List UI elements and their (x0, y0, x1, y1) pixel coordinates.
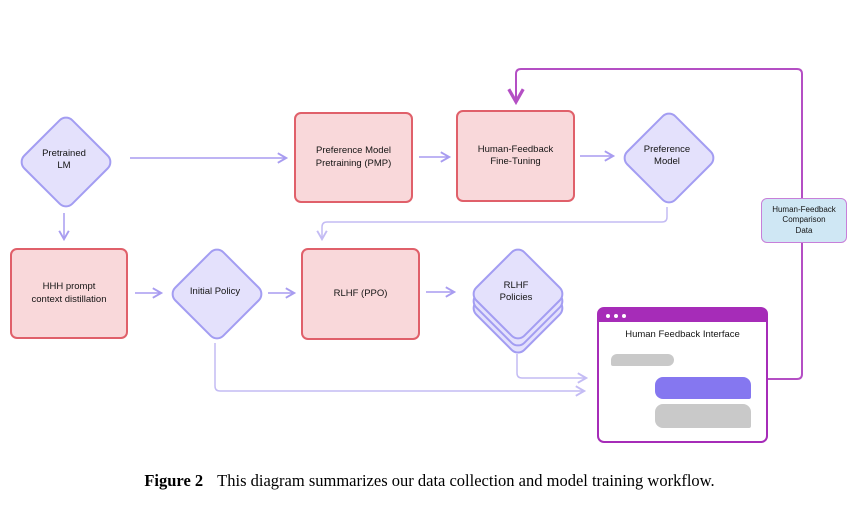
connector-initialpolicy-to-interface (214, 343, 587, 397)
rlhf-policies-label: RLHF Policies (499, 279, 533, 303)
pmp-label: Preference Model Pretraining (PMP) (315, 145, 392, 169)
window-dot-icon (606, 313, 610, 318)
figure-caption-text: This diagram summarizes our data collect… (217, 471, 715, 490)
initial-policy-label: Initial Policy (189, 285, 241, 297)
response-b-bubble-placeholder (655, 404, 751, 428)
node-pmp: Preference Model Pretraining (PMP) (294, 112, 413, 203)
window-title: Human Feedback Interface (625, 329, 740, 340)
comparison-data-label: Human-Feedback Comparison Data (772, 204, 836, 235)
prompt-bubble-placeholder (611, 354, 674, 366)
figure-caption-label: Figure 2 (144, 471, 204, 490)
response-a-bubble-placeholder (655, 377, 751, 399)
preference-model-label: Preference Model (643, 143, 691, 167)
node-comparison-data: Human-Feedback Comparison Data (761, 198, 847, 243)
node-initial-policy: Initial Policy (167, 244, 267, 344)
node-rlhf-ppo: RLHF (PPO) (301, 248, 420, 340)
connector-policies-to-interface (516, 354, 589, 384)
node-preference-model: Preference Model (619, 108, 719, 208)
rlhf-ppo-label: RLHF (PPO) (333, 287, 388, 299)
human-feedback-interface-window: Human Feedback Interface (597, 307, 768, 443)
window-dot-icon (614, 313, 618, 318)
window-titlebar (599, 309, 766, 322)
node-rlhf-policies: RLHF Policies (468, 244, 568, 358)
node-human-feedback-fine-tuning: Human-Feedback Fine-Tuning (456, 110, 575, 202)
window-dot-icon (622, 313, 626, 318)
connector-feedback-loop (507, 68, 803, 380)
node-hhh-distillation: HHH prompt context distillation (10, 248, 128, 339)
figure-caption: Figure 2 This diagram summarizes our data… (0, 471, 859, 491)
fine-tuning-label: Human-Feedback Fine-Tuning (477, 143, 554, 167)
pretrained-lm-label: Pretrained LM (42, 147, 86, 171)
hhh-distillation-label: HHH prompt context distillation (31, 281, 107, 305)
connector-prefmodel-to-rlhf (316, 207, 668, 242)
node-pretrained-lm: Pretrained LM (16, 112, 116, 212)
